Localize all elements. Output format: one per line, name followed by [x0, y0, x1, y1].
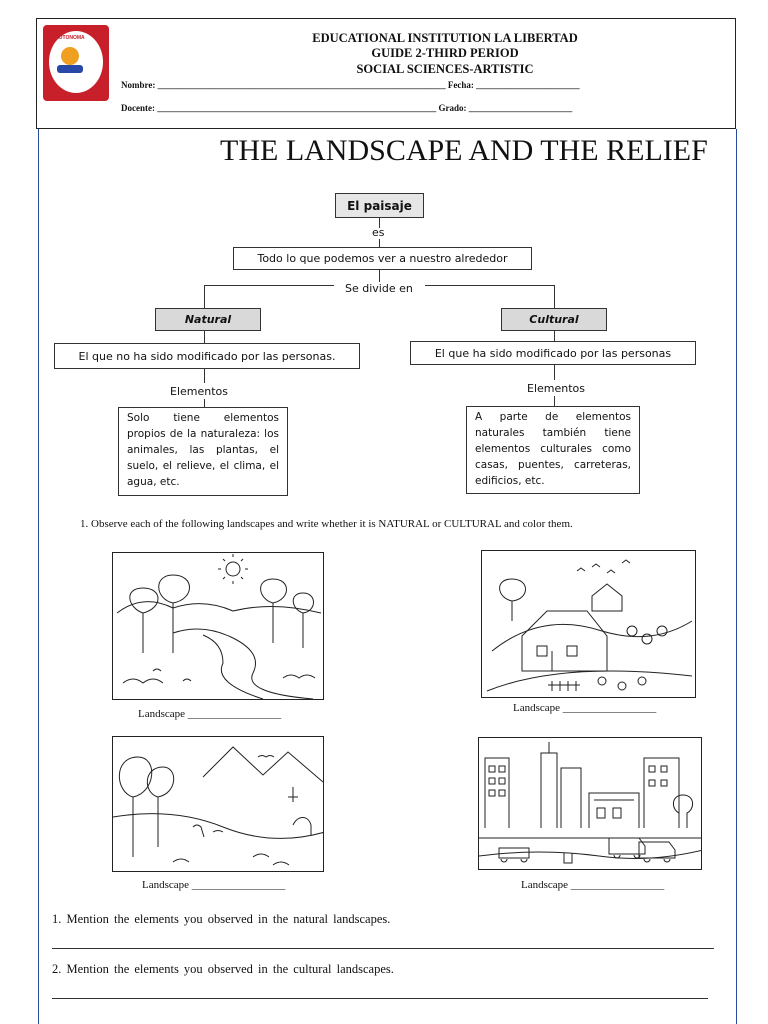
connector-line [379, 270, 380, 282]
cultural-label: Cultural [501, 308, 607, 331]
subject-title: SOCIAL SCIENCES-ARTISTIC [356, 62, 534, 76]
concept-definition: Todo lo que podemos ver a nuestro alrede… [233, 247, 532, 270]
grado-blank[interactable]: _______________________ [468, 103, 573, 113]
connector-es: es [372, 226, 385, 239]
guide-title: GUIDE 2-THIRD PERIOD [371, 46, 519, 60]
question-2: 2. Mention the elements you observed in … [52, 962, 394, 976]
connector-line [204, 399, 205, 408]
left-border [38, 129, 39, 1024]
natural-label: Natural [155, 308, 261, 331]
fecha-label: Fecha: [447, 80, 474, 90]
natural-definition: El que no ha sido modificado por las per… [54, 343, 360, 369]
landscape-image-4 [478, 737, 702, 870]
natural-description: Solo tiene elementos propios de la natur… [118, 407, 288, 496]
landscape-label-1[interactable]: Landscape _________________ [138, 708, 282, 720]
landscape-label-4[interactable]: Landscape _________________ [521, 879, 665, 891]
page-title: THE LANDSCAPE AND THE RELIEF [220, 134, 708, 167]
logo-text: AUTONOMA [55, 35, 85, 41]
institution-name: EDUCATIONAL INSTITUTION LA LIBERTAD [312, 31, 578, 45]
landscape-label-2[interactable]: Landscape _________________ [513, 702, 657, 714]
natural-elements-connector: Elementos [170, 385, 229, 398]
concept-root: El paisaje [335, 193, 424, 218]
nombre-field[interactable]: Nombre: ________________________________… [121, 80, 580, 90]
grado-label: Grado: [438, 103, 467, 113]
header-box [36, 18, 736, 129]
connector-line [554, 396, 555, 406]
cultural-elements-connector: Elementos [527, 382, 586, 395]
nombre-blank[interactable]: ________________________________________… [157, 80, 446, 90]
connector-line [554, 331, 555, 341]
docente-field[interactable]: Docente: _______________________________… [121, 103, 572, 113]
connector-divide: Se divide en [345, 282, 413, 295]
landscape-label-3[interactable]: Landscape _________________ [142, 879, 286, 891]
cultural-definition: El que ha sido modificado por las person… [410, 341, 696, 365]
docente-label: Docente: [121, 103, 155, 113]
branch-line-right [425, 285, 555, 286]
exercise-instruction: 1. Observe each of the following landsca… [80, 518, 573, 530]
docente-blank[interactable]: ________________________________________… [157, 103, 437, 113]
branch-drop-left [204, 285, 205, 309]
answer-line-1[interactable] [52, 948, 714, 949]
connector-line [379, 218, 380, 228]
nombre-label: Nombre: [121, 80, 156, 90]
answer-line-2[interactable] [52, 998, 708, 999]
question-1: 1. Mention the elements you observed in … [52, 912, 391, 926]
cultural-description: A parte de elementos naturales también t… [466, 406, 640, 494]
school-logo: AUTONOMA [43, 25, 109, 101]
right-border [736, 129, 737, 1024]
connector-line [554, 365, 555, 380]
landscape-image-1 [112, 552, 324, 700]
connector-line [204, 369, 205, 383]
connector-line [204, 331, 205, 343]
fecha-blank[interactable]: _______________________ [476, 80, 580, 90]
branch-line-left [204, 285, 334, 286]
branch-drop-right [554, 285, 555, 309]
landscape-image-3 [112, 736, 324, 872]
landscape-image-2 [481, 550, 696, 698]
connector-line [379, 239, 380, 247]
